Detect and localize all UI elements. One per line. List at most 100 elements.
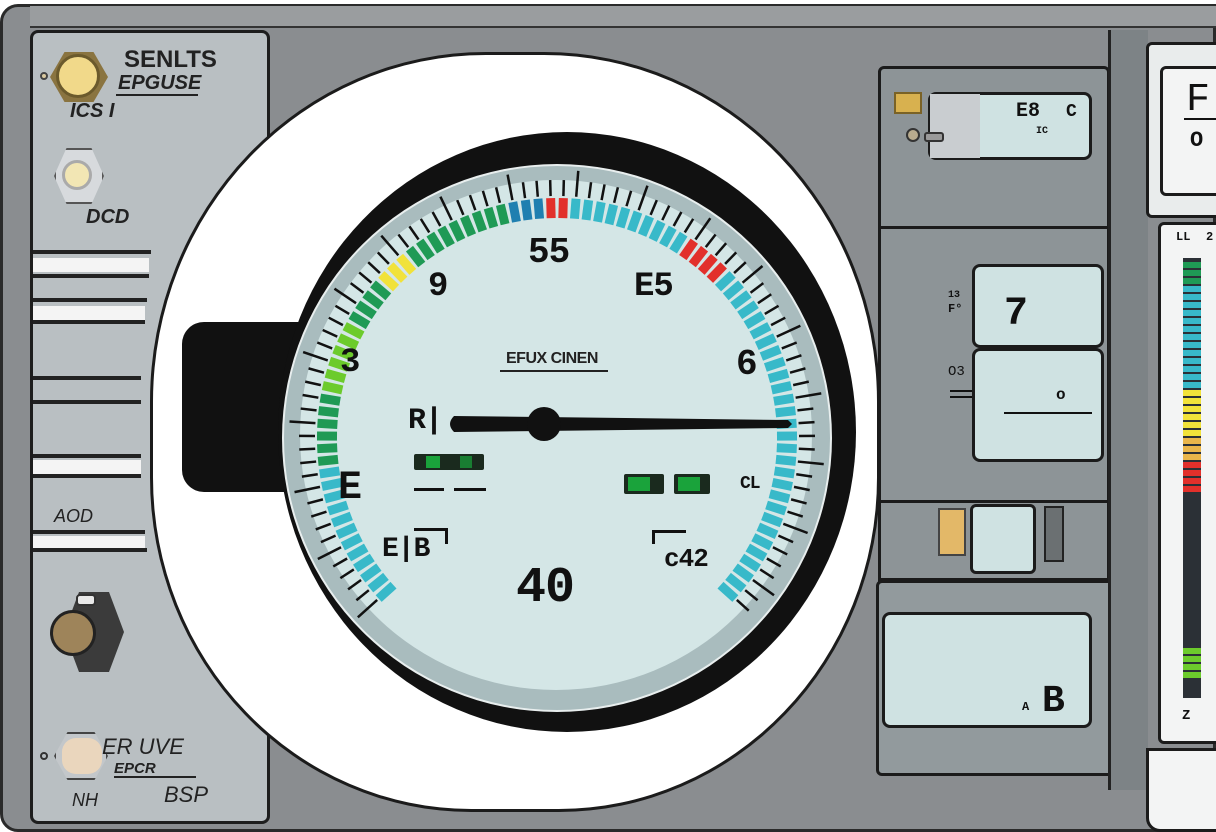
meter-segment [1183,294,1201,300]
meter-segment [1183,406,1201,412]
meter-segment [1183,374,1201,380]
bottom-left-label: NH [72,790,98,810]
subtitle-underline [114,776,196,778]
top-display-sub: IC [1036,126,1049,137]
indicator-right-label: CL [740,474,761,494]
meter-bottom-label: Z [1182,708,1191,724]
small-lcd [970,504,1036,574]
lcd-shade [930,94,980,158]
meter-segment [1183,648,1201,654]
display-b-side-label: O3 [948,364,965,380]
knob-pointer-icon [76,594,96,606]
bottom-title: ER UVE [102,734,184,759]
knob1-label: ICS I [70,100,115,122]
indicator-led-icon [40,752,48,760]
subtitle-underline [116,94,198,96]
display-a-side-top: 13 [948,290,961,301]
meter-segment [1183,656,1201,662]
rotary-knob-icon[interactable] [50,610,96,656]
meter-segment [1183,318,1201,324]
meter-segment [1183,350,1201,356]
top-display-suffix: C [1066,102,1077,122]
meter-segment [1183,486,1201,492]
display-b-line [1004,412,1092,414]
gauge-title-underline [500,370,608,372]
far-right-display [1160,66,1216,196]
meter-segment [1183,382,1201,388]
indicator-dash [414,488,444,491]
meter-top-left-label: LL [1176,230,1191,244]
switch-icon[interactable] [924,132,944,142]
scale-ticks [289,170,824,619]
top-trim-strip [30,6,1216,28]
scale-label-upper-left: 9 [428,268,448,306]
meter-segment [1183,334,1201,340]
panel-divider [878,226,1110,229]
meter-segment [1183,398,1201,404]
lcd-display-c [882,612,1092,728]
meter-segment [1183,454,1201,460]
colored-scale-band [316,197,798,602]
selector-knob-icon[interactable] [62,160,92,190]
status-indicator [414,454,484,470]
meter-segment [1183,270,1201,276]
meter-segment [1183,262,1201,268]
scale-label-top: 55 [528,232,570,273]
meter-segment [1183,390,1201,396]
status-indicator-green [624,474,664,494]
meter-segment [1183,672,1201,678]
meter-segment [1183,430,1201,436]
readout-bracket [414,528,448,544]
meter-segment [1183,438,1201,444]
status-indicator-green [674,474,710,494]
meter-segment [1183,358,1201,364]
pointer-label: R| [408,404,443,438]
lcd-display-b [972,348,1104,462]
display-c-value: B [1042,680,1065,723]
meter-segment [1183,342,1201,348]
meter-segment [1183,326,1201,332]
side-button[interactable] [1044,506,1064,562]
toggle-switch-icon[interactable] [62,738,102,774]
amber-indicator-icon [938,508,966,556]
scale-label-right: 6 [736,344,758,385]
indicator-dash [454,488,486,491]
panel-side-rail [1108,30,1148,790]
gauge-title: EFUX CINEN [506,350,598,367]
far-right-bottom-card [1146,748,1216,832]
main-readout: 40 [516,560,575,617]
panel-subtitle: EPGUSE [118,72,202,94]
side-dash [950,390,972,392]
meter-segment [1183,462,1201,468]
indicator-led-icon [40,72,48,80]
meter-segment [1183,478,1201,484]
readout-bracket [652,530,686,544]
display-a-side-bottom: F° [948,302,963,316]
meter-segment [1183,446,1201,452]
vent-stripes [33,250,151,552]
far-right-divider [1184,118,1216,120]
meter-segment [1183,664,1201,670]
panel-title: SENLTS [124,46,217,73]
mid-label: AOD [54,506,94,526]
scale-label-upper-right: E5 [634,268,674,306]
brass-knob-icon[interactable] [56,54,100,98]
meter-segment [1183,310,1201,316]
scale-label-left: 3 [340,344,360,382]
far-right-bottom-text: O [1190,128,1204,153]
meter-segment [1183,278,1201,284]
meter-segment [1183,422,1201,428]
bottom-subtitle: EPCR [114,760,156,777]
readout-right: c42 [664,544,709,574]
top-display-value: E8 [1016,100,1041,123]
readout-left: E|B [382,534,430,565]
meter-segment [1183,414,1201,420]
display-c-prefix: A [1022,700,1030,714]
side-dash [950,396,972,398]
meter-segment [1183,302,1201,308]
indicator-led-icon [906,128,920,142]
meter-segment [1183,470,1201,476]
panel-divider [878,500,1110,503]
brass-connector-icon [894,92,922,114]
gauge-scale [289,170,824,619]
